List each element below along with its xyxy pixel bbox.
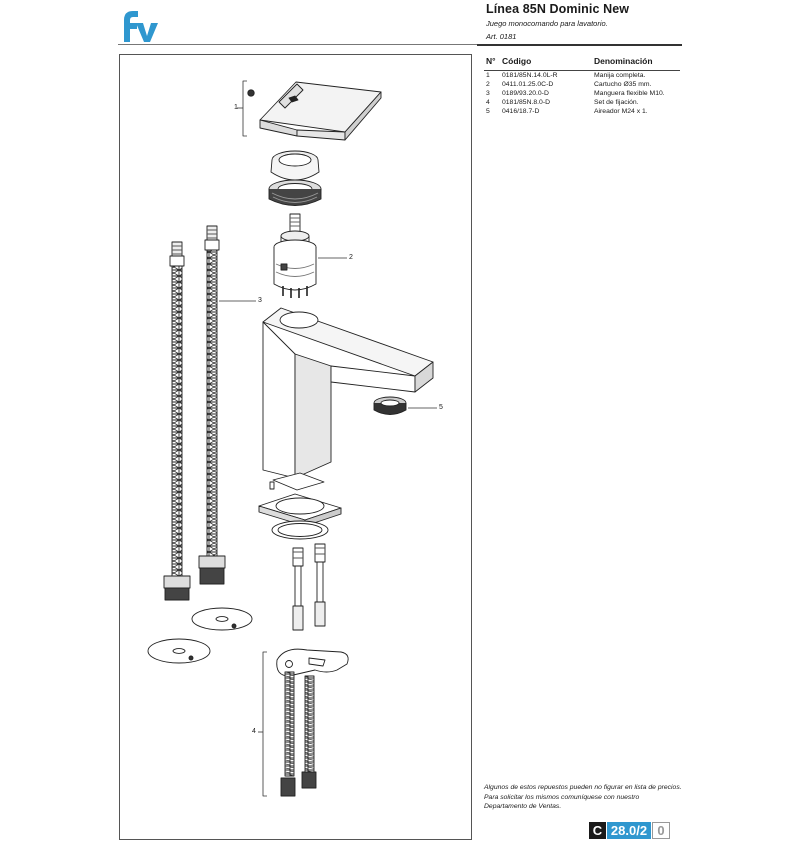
revision-number: 0 — [652, 822, 670, 839]
row-denomination: Aireador M24 x 1. — [594, 108, 648, 115]
table-row: 4 0181/85N.8.0-D Set de fijación. — [484, 98, 680, 107]
article-number: Art. 0181 — [486, 32, 517, 41]
cartridge-part — [273, 213, 317, 298]
section-letter: C — [589, 822, 606, 839]
header-divider — [118, 44, 682, 45]
col-header-denomination: Denominación — [594, 56, 653, 66]
threaded-ring — [268, 179, 322, 206]
callout-2: 2 — [349, 254, 353, 261]
table-row: 5 0416/18.7-D Aireador M24 x 1. — [484, 107, 680, 116]
callout-5: 5 — [439, 404, 443, 411]
exploded-view-drawing — [147, 80, 437, 797]
page-title: Línea 85N Dominic New — [486, 2, 630, 16]
flexible-hose-left — [163, 241, 191, 601]
faucet-body — [262, 307, 434, 479]
row-denomination: Cartucho Ø35 mm. — [594, 81, 652, 88]
drawing-frame — [119, 54, 472, 840]
fixing-set-part — [276, 648, 349, 797]
table-row: 3 0189/93.20.0-D Manguera flexible M10. — [484, 89, 680, 98]
col-header-code: Código — [502, 56, 532, 66]
callout-4: 4 — [252, 728, 256, 735]
page-number: 28.0/2 — [607, 822, 651, 839]
row-code: 0416/18.7-D — [502, 108, 540, 115]
col-header-number: N° — [486, 56, 496, 66]
callout-3: 3 — [258, 297, 262, 304]
row-number: 5 — [486, 108, 490, 115]
parts-table: N° Código Denominación 1 0181/85N.14.0L-… — [484, 56, 680, 116]
availability-note: Algunos de estos repuestos pueden no fig… — [484, 784, 682, 810]
hose-connectors — [292, 543, 326, 631]
row-number: 4 — [486, 99, 490, 106]
row-code: 0181/85N.14.0L-R — [502, 72, 558, 79]
row-code: 0181/85N.8.0-D — [502, 99, 550, 106]
table-row: 1 0181/85N.14.0L-R Manija completa. — [484, 71, 680, 80]
row-denomination: Manija completa. — [594, 72, 646, 79]
aerator-part — [373, 396, 407, 415]
row-code: 0411.01.25.0C-D — [502, 81, 554, 88]
parts-table-header: N° Código Denominación — [484, 56, 680, 71]
callout-1: 1 — [234, 104, 238, 111]
row-number: 2 — [486, 81, 490, 88]
base-plate — [258, 472, 342, 540]
flexible-hose-right — [198, 225, 226, 585]
dome-nut — [270, 150, 320, 181]
row-number: 3 — [486, 90, 490, 97]
handle-part — [247, 81, 382, 141]
header-divider-bold — [477, 44, 682, 46]
fv-logo — [124, 11, 158, 42]
page-subtitle: Juego monocomando para lavatorio. — [486, 19, 608, 28]
page-code-badge: C 28.0/2 0 — [589, 822, 670, 839]
row-code: 0189/93.20.0-D — [502, 90, 549, 97]
row-denomination: Manguera flexible M10. — [594, 90, 665, 97]
row-number: 1 — [486, 72, 490, 79]
row-denomination: Set de fijación. — [594, 99, 639, 106]
table-row: 2 0411.01.25.0C-D Cartucho Ø35 mm. — [484, 80, 680, 89]
escutcheon-plates — [147, 607, 253, 664]
